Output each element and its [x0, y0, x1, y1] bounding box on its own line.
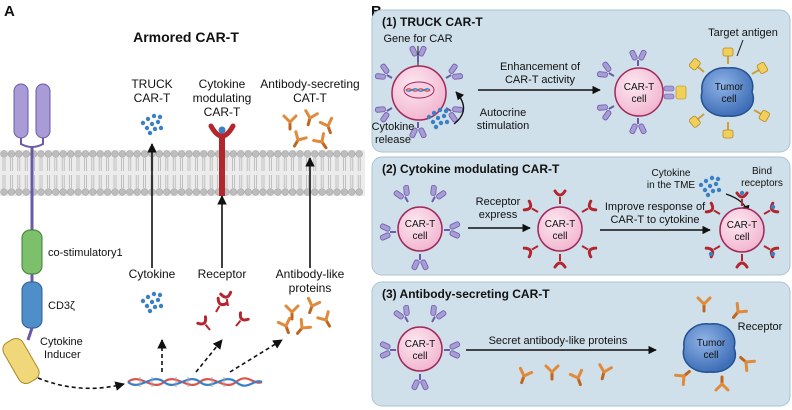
box3-cart-label-2: cell	[412, 351, 427, 362]
bind-receptors-label-2: receptors	[741, 178, 783, 189]
box3-title: (3) Antibody-secreting CAR-T	[382, 287, 550, 301]
modulating-type-label-3: CAR-T	[204, 105, 241, 119]
target-antigen-label: Target antigen	[708, 27, 778, 39]
tumor-cell-2: Tumor cell	[674, 296, 756, 392]
box1-tumor-label-2: cell	[721, 94, 736, 105]
cytokine-release-label-1: Cytokine	[372, 121, 415, 133]
box2-cart1-label-1: CAR-T	[405, 219, 436, 230]
truck-cart-box: (1) TRUCK CAR-T Gene for CAR Cytokine re…	[371, 9, 791, 153]
cd3z-label: CD3ζ	[48, 300, 75, 312]
box3-receptor-label: Receptor	[738, 321, 783, 333]
inducer-label-1: Cytokine	[40, 336, 83, 348]
antibody-type-label-2: CAT-T	[293, 91, 327, 105]
truck-type-label-2: CAR-T	[134, 91, 171, 105]
cell-membrane	[0, 150, 365, 196]
costim-label: co-stimulatory1	[48, 247, 123, 259]
cytokine-tme-label-2: in the TME	[647, 180, 695, 191]
enhancement-label-1: Enhancement of	[500, 61, 581, 73]
antibody-cluster-icon	[276, 296, 337, 339]
box2-cart1-label-2: cell	[412, 231, 427, 242]
modulating-type-label-2: modulating	[193, 91, 252, 105]
receptor-express-label-1: Receptor	[476, 196, 521, 208]
cytokine-label: Cytokine	[129, 267, 176, 281]
box3-tumor-label-2: cell	[703, 350, 718, 361]
secreted-cytokine-icon	[140, 113, 164, 136]
cd3z-domain	[21, 281, 43, 329]
inducer-to-dna-arrow	[37, 377, 125, 391]
panel-a-letter: A	[4, 3, 15, 20]
box2-cart3-label-2: cell	[734, 232, 749, 243]
box2-title: (2) Cytokine modulating CAR-T	[382, 162, 560, 176]
cytokine-tme-label-1: Cytokine	[652, 168, 691, 179]
dna-to-receptor-arrow	[195, 339, 223, 373]
improve-label-1: Improve response of	[605, 201, 706, 213]
truck-cell-right: CAR-T cell	[594, 48, 664, 136]
improve-label-2: CAR-T to cytokine	[610, 214, 699, 226]
membrane-receptor-icon	[208, 123, 236, 196]
costim-domain	[21, 229, 43, 275]
autocrine-label-2: stimulation	[477, 120, 530, 132]
box3-cart-label-1: CAR-T	[405, 339, 436, 350]
antibody-label-2: proteins	[289, 281, 332, 295]
box3-cart-cell: CAR-T cell	[378, 302, 462, 392]
box2-cart2-label-2: cell	[552, 231, 567, 242]
bind-receptors-label-1: Bind	[752, 166, 772, 177]
box1-title: (1) TRUCK CAR-T	[382, 15, 483, 29]
car-construct	[2, 83, 51, 384]
box2-cell-3: CAR-T cell	[704, 190, 780, 269]
cytokine-cluster-icon	[140, 291, 164, 314]
truck-cell-left	[372, 44, 466, 140]
modulating-type-label-1: Cytokine	[199, 77, 246, 91]
free-receptors-icon	[196, 290, 250, 335]
antibody-label-1: Antibody-like	[276, 267, 345, 281]
cytokine-modulating-box: (2) Cytokine modulating CAR-T CAR-T cell…	[371, 156, 791, 276]
enhancement-label-2: CAR-T activity	[505, 74, 576, 86]
tumor-cell-1: Tumor cell	[687, 47, 772, 139]
antibody-type-label-1: Antibody-secreting	[260, 77, 359, 91]
dna-helix	[127, 377, 263, 387]
receptor-label: Receptor	[198, 267, 247, 281]
car-antigen-bridge	[663, 85, 687, 100]
box1-tumor-label-1: Tumor	[715, 82, 744, 93]
box1-cart-label-1: CAR-T	[624, 82, 655, 93]
autocrine-arrow	[453, 91, 465, 125]
cytokine-release-label-2: release	[375, 134, 411, 146]
secret-label: Secret antibody-like proteins	[489, 335, 628, 347]
antibody-secreting-box: (3) Antibody-secreting CAR-T CAR-T cell …	[371, 281, 791, 407]
gene-for-car-label: Gene for CAR	[383, 33, 452, 45]
box2-cart2-label-1: CAR-T	[545, 219, 576, 230]
receptor-express-label-2: express	[479, 209, 518, 221]
box2-cart3-label-1: CAR-T	[727, 220, 758, 231]
inducer-label-2: Inducer	[44, 349, 81, 361]
box2-cell-2: CAR-T cell	[522, 189, 598, 269]
secreted-antibodies-icon	[282, 109, 338, 153]
box1-cart-label-2: cell	[631, 94, 646, 105]
box2-cell-1: CAR-T cell	[378, 182, 462, 272]
box3-tumor-label-1: Tumor	[697, 338, 726, 349]
autocrine-label-1: Autocrine	[480, 107, 526, 119]
truck-type-label-1: TRUCK	[131, 77, 172, 91]
panel-a-title: Armored CAR-T	[133, 29, 239, 45]
dna-to-antibody-arrow	[229, 339, 283, 373]
inducer-domain	[2, 338, 40, 384]
